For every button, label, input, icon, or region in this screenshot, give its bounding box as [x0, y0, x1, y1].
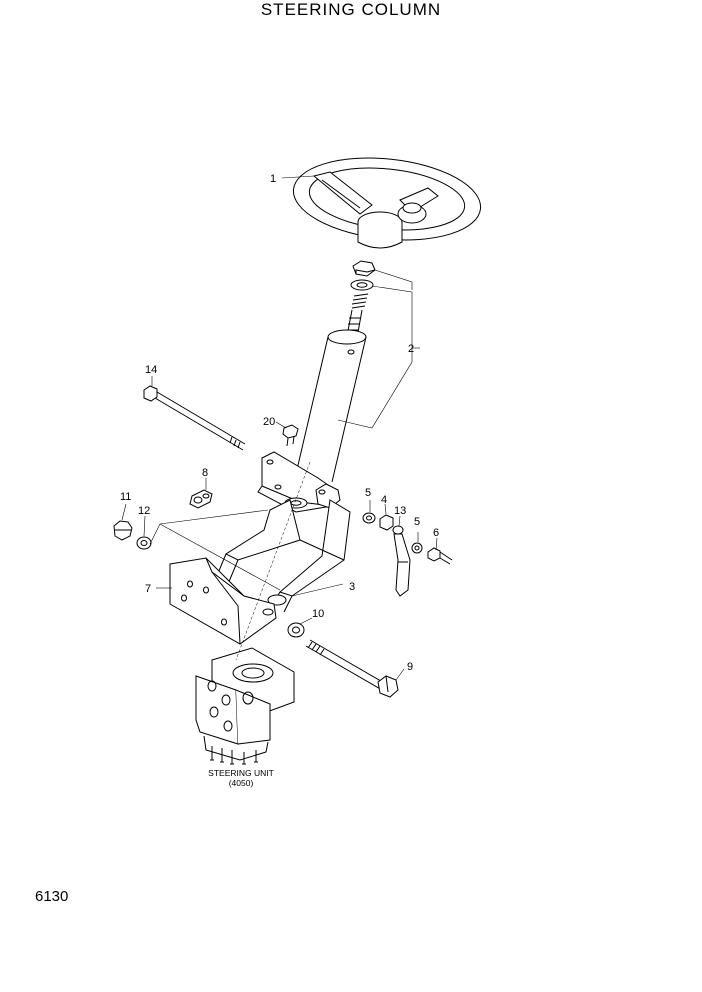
steering-wheel	[292, 157, 482, 249]
callout-20: 20	[263, 416, 275, 428]
tilt-lever-13	[392, 525, 411, 597]
washer-10	[287, 622, 305, 638]
upper-bracket	[257, 451, 341, 513]
steering-unit	[195, 647, 295, 765]
callout-11: 11	[120, 491, 131, 503]
long-bolt-14	[143, 385, 246, 451]
callout-7: 7	[145, 583, 151, 595]
callout-3: 3	[349, 581, 355, 593]
callout-numbers: 1 2 3 4 5 5 6 7 8 9 10 11 12 13 14 20	[120, 173, 439, 673]
bolt-6	[427, 547, 453, 565]
callout-14: 14	[145, 364, 157, 376]
callout-13: 13	[394, 505, 406, 517]
callout-5-lower: 5	[414, 516, 420, 528]
washer-5-upper	[362, 512, 376, 524]
lower-bracket-7	[169, 557, 277, 645]
cap-nut-11	[113, 520, 133, 541]
page-title: STEERING COLUMN	[260, 0, 442, 19]
assembly-centerline	[235, 461, 311, 661]
callout-9: 9	[407, 661, 413, 673]
callout-6: 6	[433, 527, 439, 539]
steering-column-assembly	[294, 260, 420, 483]
callout-2: 2	[408, 343, 414, 355]
steering-unit-code: (4050)	[229, 778, 254, 788]
callout-8: 8	[202, 467, 208, 479]
callout-4: 4	[381, 494, 387, 506]
callout-12: 12	[138, 505, 150, 517]
hex-bolt-9	[305, 639, 399, 698]
leader-lines	[121, 175, 438, 681]
spacer-4	[379, 514, 394, 531]
small-bolt-20	[282, 424, 299, 447]
steering-unit-label: STEERING UNIT	[208, 768, 274, 778]
link-8	[189, 489, 213, 509]
page-number: 6130	[35, 888, 69, 905]
washer-12	[136, 536, 152, 550]
washer-5-lower	[411, 542, 423, 554]
callout-1: 1	[270, 173, 276, 185]
callout-10: 10	[312, 608, 324, 620]
callout-5-upper: 5	[365, 487, 371, 499]
